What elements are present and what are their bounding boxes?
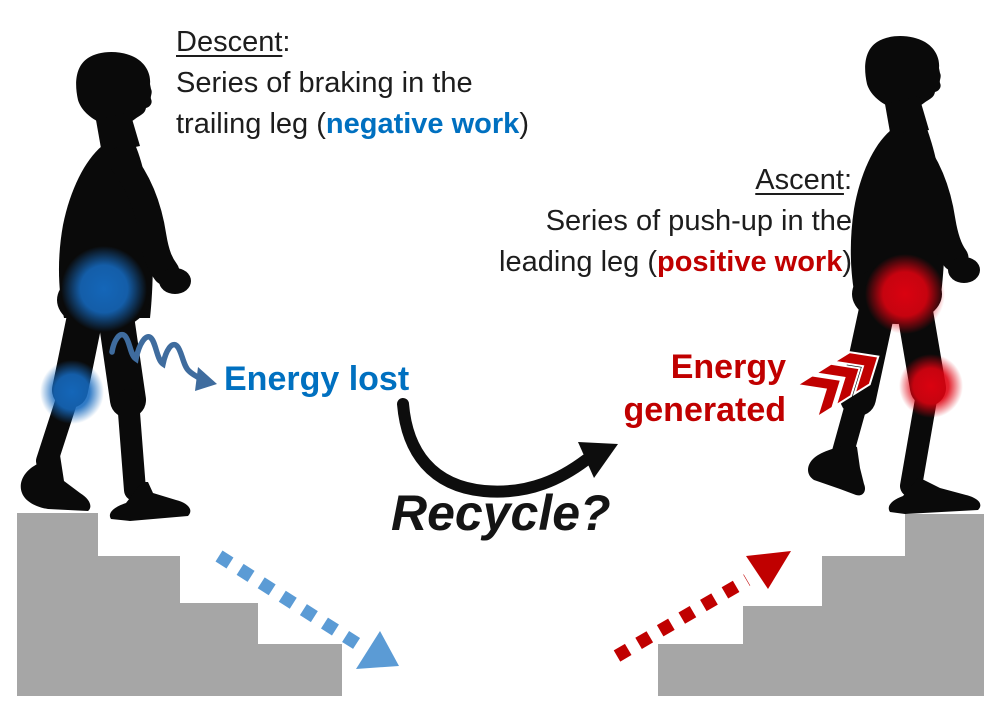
head bbox=[76, 52, 152, 126]
recycle-question-label: Recycle? bbox=[391, 485, 611, 541]
arm bbox=[107, 146, 180, 286]
trailing-foot bbox=[20, 452, 91, 511]
knee-joint-glow-blue bbox=[40, 360, 104, 424]
leading-shin bbox=[117, 389, 146, 501]
energy-generated-chevrons bbox=[794, 351, 880, 420]
descent-arrowhead bbox=[356, 631, 399, 669]
energy-lost-label: Energy lost bbox=[224, 360, 410, 398]
descent-annotation: Descent: Series of braking in the traili… bbox=[176, 22, 529, 145]
squiggle-path bbox=[109, 331, 202, 381]
descent-line1: Series of braking in the bbox=[176, 67, 473, 99]
ascent-heading: Ascent bbox=[755, 164, 844, 196]
descent-line2-suffix: ) bbox=[519, 108, 529, 140]
ascent-line2-suffix: ) bbox=[842, 246, 852, 278]
arm bbox=[896, 130, 969, 272]
descent-line2: trailing leg (negative work) bbox=[176, 104, 529, 145]
head bbox=[865, 36, 941, 110]
energy-generated-line2: generated bbox=[623, 391, 787, 429]
ascent-line2-prefix: leading leg ( bbox=[499, 246, 657, 278]
negative-work-highlight: negative work bbox=[325, 108, 520, 140]
positive-work-highlight: positive work bbox=[657, 246, 843, 278]
descent-arrow-dashes bbox=[215, 550, 363, 651]
chevron-3 bbox=[831, 351, 880, 397]
recycle-arrowhead bbox=[578, 442, 618, 478]
hand bbox=[948, 257, 980, 283]
recycle-curved-arrow bbox=[397, 398, 618, 498]
hand bbox=[159, 268, 191, 294]
ascent-heading-colon: : bbox=[843, 164, 852, 196]
leading-foot bbox=[109, 482, 191, 521]
trailing-shin bbox=[832, 387, 869, 463]
chevron-2 bbox=[812, 362, 861, 408]
left-descent-staircase bbox=[17, 513, 342, 696]
energy-generated-label: Energy generated bbox=[624, 346, 787, 432]
squiggle-arrowhead bbox=[195, 367, 217, 391]
ascent-line1: Series of push-up in the bbox=[545, 205, 852, 237]
chevron-1 bbox=[794, 374, 843, 420]
descent-heading-line: Descent: bbox=[176, 22, 529, 63]
ascent-arrowhead bbox=[746, 551, 791, 589]
ascent-annotation: Ascent: Series of push-up in the leading… bbox=[499, 160, 852, 283]
trailing-foot bbox=[808, 444, 866, 496]
knee-joint-glow-red bbox=[899, 354, 963, 418]
descent-line2-prefix: trailing leg ( bbox=[176, 108, 326, 140]
recycle-arrow-path bbox=[397, 398, 592, 498]
hip-joint-glow-red bbox=[865, 254, 945, 334]
hip-joint-glow-blue bbox=[61, 246, 147, 332]
ascent-heading-line: Ascent: bbox=[499, 160, 852, 201]
descent-heading-colon: : bbox=[282, 26, 291, 58]
ascent-line2: leading leg (positive work) bbox=[499, 242, 852, 283]
right-ascent-staircase bbox=[658, 514, 984, 696]
leading-foot bbox=[888, 478, 981, 514]
descent-heading: Descent bbox=[176, 26, 283, 58]
ascent-arrow-dashes bbox=[613, 574, 751, 662]
energy-loss-squiggle-arrow bbox=[109, 331, 217, 391]
energy-generated-line1: Energy bbox=[670, 348, 786, 386]
descent-dashed-arrow bbox=[215, 550, 399, 669]
ascent-dashed-arrow bbox=[613, 551, 791, 662]
